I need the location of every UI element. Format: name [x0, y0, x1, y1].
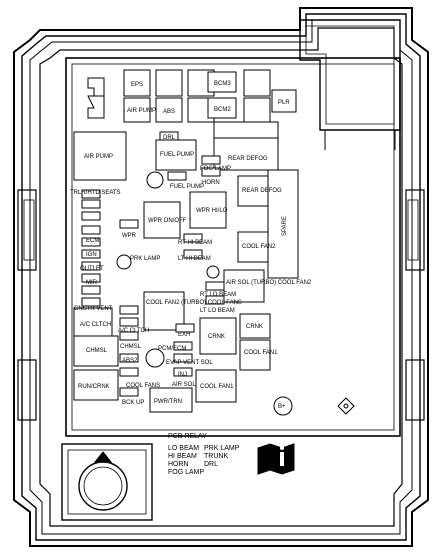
label-air-sol-small: AIR SOL — [172, 382, 196, 388]
air-pump-relay — [123, 97, 151, 123]
label-wpr: WPR — [122, 233, 137, 239]
cool-fan2-right-box — [237, 231, 269, 263]
label-rear-defog-small: REAR DEFOG — [242, 188, 282, 194]
bcm3-fuse — [207, 71, 237, 93]
label-mir: MIR — [86, 280, 98, 286]
relay-top-3 — [155, 69, 183, 97]
labels: EPS BCM3 AIR PUMP ABS BCM2 PLR DRL AIR P… — [70, 81, 312, 476]
legend-drl: DRL — [204, 461, 218, 468]
label-drl: DRL — [163, 135, 176, 141]
label-bcm2: BCM2 — [214, 107, 231, 113]
housing-outline — [13, 7, 429, 547]
label-lt-hi-beam: LT HI BEAM — [178, 256, 211, 262]
notched-relay-bottom — [87, 95, 105, 119]
label-ac-clutch-fuse: A/C CLTCH — [118, 328, 149, 334]
label-cnstr-vent: CNSTR VENT — [74, 306, 113, 312]
label-horn-top: HORN — [202, 180, 220, 186]
label-pcb-relay: PCB RELAY — [168, 433, 207, 440]
legend-fog-lamp: FOG LAMP — [168, 469, 205, 476]
legend-lo-beam: LO BEAM — [168, 445, 199, 452]
label-air-sol: AIR SOL (TURBO) COOL FAN2 — [226, 280, 312, 286]
abs-relay — [155, 97, 183, 123]
round-elements — [116, 171, 355, 416]
label-lt-lo-beam: LT LO BEAM — [200, 308, 235, 314]
spare-bar — [267, 169, 299, 279]
grnk-relay — [239, 313, 271, 339]
label-chmsl-relay: CHMSL — [86, 348, 108, 354]
label-plr: PLR — [278, 100, 290, 106]
legend-horn: HORN — [168, 461, 189, 468]
legend-trunk: TRUNK — [204, 453, 228, 460]
run-crnk-relay — [73, 369, 119, 401]
label-abs: ABS — [163, 109, 175, 115]
wpr-on-off-relay — [143, 201, 181, 239]
label-cool-fan2-turbo: COOL FAN2 (TURBO) COOL FANS — [146, 300, 242, 306]
label-cool-fan1-right: COOL FAN1 — [244, 350, 278, 356]
relay-top-6 — [243, 69, 271, 97]
label-bcm3: BCM3 — [214, 81, 231, 87]
wpr-hi-lo-relay — [189, 191, 227, 229]
label-outlet: OUTLET — [80, 266, 104, 272]
label-air-pump-relay: AIR PUMP — [127, 108, 156, 114]
label-rt-lo-beam: RT LO BEAM — [200, 292, 236, 298]
label-pcm-ecm: PCM/ECM — [158, 346, 186, 352]
label-rear-defog: REAR DEFOG — [228, 156, 268, 162]
rear-defog-fuse-box — [237, 175, 269, 207]
label-cool-fan2-right: COOL FAN2 — [242, 244, 276, 250]
label-ignition: IGN — [86, 252, 97, 258]
manual-book-icon — [257, 443, 295, 475]
label-spare: SPARE — [282, 216, 288, 236]
label-cool-fan1-relay: COOL FAN1 — [200, 384, 234, 390]
label-eps: EPS — [131, 82, 143, 88]
label-trlr-htd-seats: TRLR/HTD SEATS — [70, 190, 121, 196]
small-fuses — [81, 131, 225, 397]
rear-defog-top — [213, 121, 279, 139]
label-crnk-relay: CRNK — [208, 334, 225, 340]
label-fuel-pump: FUEL PUMP — [160, 152, 194, 158]
pwr-trn-relay — [149, 387, 193, 413]
label-crnk-fuse: CRNK — [246, 324, 263, 330]
label-exh: EXH — [178, 332, 190, 338]
label-run-crnk: RUN/CRNK — [78, 384, 110, 390]
relay-mid-6 — [243, 97, 271, 123]
label-ecm: ECM — [86, 238, 99, 244]
label-pwr-trn: PWR/TRN — [154, 399, 182, 405]
label-wpr-hi-lo: WPR HI/LO — [196, 208, 228, 214]
legend-prk-lamp: PRK LAMP — [204, 445, 240, 452]
label-evap-vent-sol: EVAP VENT SOL — [166, 360, 213, 366]
label-ac-clutch-relay: A/C CLTCH — [80, 322, 111, 328]
label-wpr-on-off: WPR ON/OFF — [148, 218, 187, 224]
air-pump-big — [73, 131, 127, 181]
bcm2-fuse — [207, 97, 237, 119]
label-rt-hi-beam: RT HI BEAM — [178, 240, 212, 246]
label-prk-lamp: PRK LAMP — [130, 256, 160, 262]
legend-hi-beam: HI BEAM — [168, 453, 197, 460]
label-bck-up: BCK UP — [122, 400, 144, 406]
chmsl-relay — [73, 335, 119, 367]
label-chmsl-fuse: CHMSL — [120, 344, 142, 350]
notched-relay-top — [87, 77, 105, 97]
plr-fuse — [271, 89, 297, 113]
cool-fan1-right-box — [239, 339, 271, 371]
label-b-plus: B+ — [278, 404, 286, 410]
eps-relay — [123, 69, 151, 97]
fuel-pump-relay — [155, 139, 197, 171]
label-abs2: ABS2 — [122, 358, 138, 364]
air-sol-relay — [223, 269, 265, 303]
cool-fan1-relay — [195, 369, 237, 403]
label-cool-fans: COOL FANS — [126, 383, 160, 389]
label-fog-lamp-top: FOG LAMP — [200, 166, 231, 172]
label-air-pump-fuse: AIR PUMP — [84, 154, 113, 160]
crnk-relay — [199, 317, 237, 355]
label-fuel-pump-small: FUEL PUMP — [170, 184, 204, 190]
label-inj: INJ — [178, 372, 187, 378]
